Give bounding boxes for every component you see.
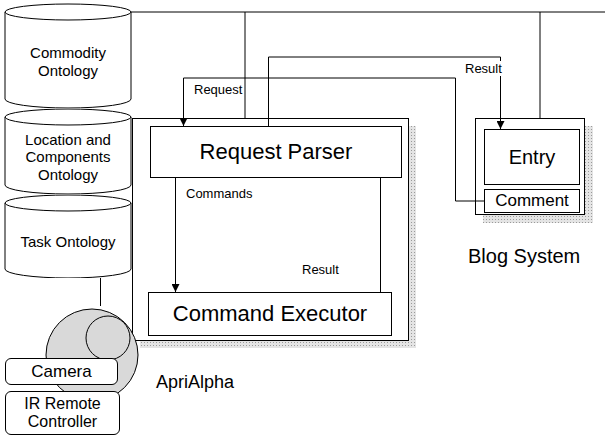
- node-text: IR Remote Controller: [10, 395, 115, 432]
- connector-arrow: [175, 178, 176, 292]
- ontology-cylinder: Location and Components Ontology: [4, 108, 132, 194]
- process-box: Request Parser: [150, 126, 402, 178]
- node-text: Task Ontology: [20, 233, 115, 250]
- node-text: Location and Components Ontology: [10, 131, 126, 183]
- node-text: Comment: [495, 191, 569, 211]
- connector-arrow: [184, 78, 485, 201]
- node-text: Entry: [509, 146, 556, 169]
- network-drop: [540, 12, 541, 118]
- node-text: Request Parser: [200, 139, 353, 164]
- device-box: IR Remote Controller: [5, 391, 120, 435]
- box-shadow: [483, 126, 593, 223]
- node-text: Camera: [31, 362, 91, 382]
- robot-outline: [44, 306, 140, 402]
- ontology-cylinder: Commodity Ontology: [4, 3, 132, 108]
- connector-arrow: [100, 278, 101, 306]
- node-text: ApriAlpha: [156, 372, 234, 393]
- node-text: Command Executor: [173, 301, 367, 326]
- edge-label: Result: [300, 262, 341, 277]
- robot-figure: ApriAlpha: [44, 306, 140, 402]
- node-text: Blog System: [468, 245, 580, 268]
- edge-label: Request: [192, 82, 244, 97]
- edge-label: Commands: [184, 186, 254, 201]
- network-drop: [245, 12, 246, 118]
- node-text: Commodity Ontology: [10, 44, 126, 79]
- ontology-cylinder: Task Ontology: [4, 194, 132, 278]
- process-box: Command Executor: [148, 292, 392, 336]
- device-box: Camera: [5, 358, 118, 385]
- component-box: Comment: [484, 189, 580, 213]
- robot-system-box: [133, 119, 409, 341]
- blog-box-ground: [475, 118, 585, 215]
- component-box: Entry: [484, 129, 580, 185]
- system-box: Blog SystemEntryComment: [475, 118, 585, 215]
- edge-label: Result: [463, 61, 504, 76]
- network-bus: [65, 12, 605, 13]
